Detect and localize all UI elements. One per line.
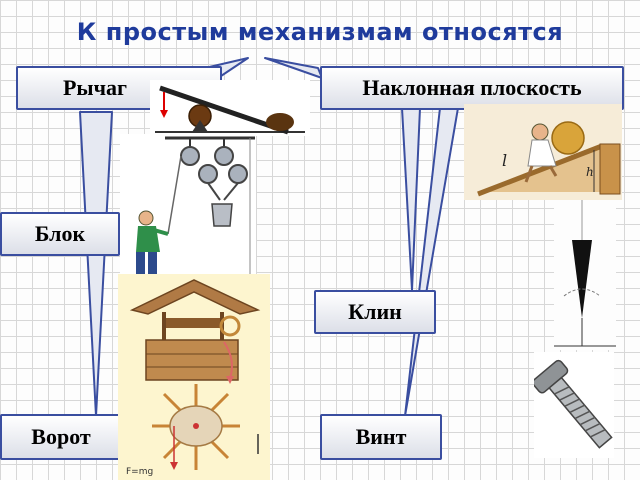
wedge-label: Клин bbox=[314, 290, 436, 334]
pulley-label: Блок bbox=[0, 212, 120, 256]
connector-wedge bbox=[401, 107, 421, 291]
screw-illustration bbox=[534, 352, 614, 458]
wedge-illustration bbox=[554, 200, 616, 350]
screw-label: Винт bbox=[320, 414, 442, 460]
inclined-plane-illustration: h l bbox=[464, 104, 622, 200]
windlass-illustration: F=mg bbox=[118, 274, 270, 480]
slide-title: К простым механизмам относятся bbox=[76, 18, 564, 46]
windlass-force-label: F=mg bbox=[126, 467, 153, 477]
connector-plane-title bbox=[264, 57, 323, 79]
windlass-label: Ворот bbox=[0, 414, 122, 460]
pulley-illustration bbox=[120, 134, 256, 276]
length-letter: l bbox=[502, 151, 507, 170]
connector-windlass bbox=[79, 111, 113, 417]
lever-illustration bbox=[150, 80, 310, 136]
height-letter: h bbox=[586, 165, 594, 179]
